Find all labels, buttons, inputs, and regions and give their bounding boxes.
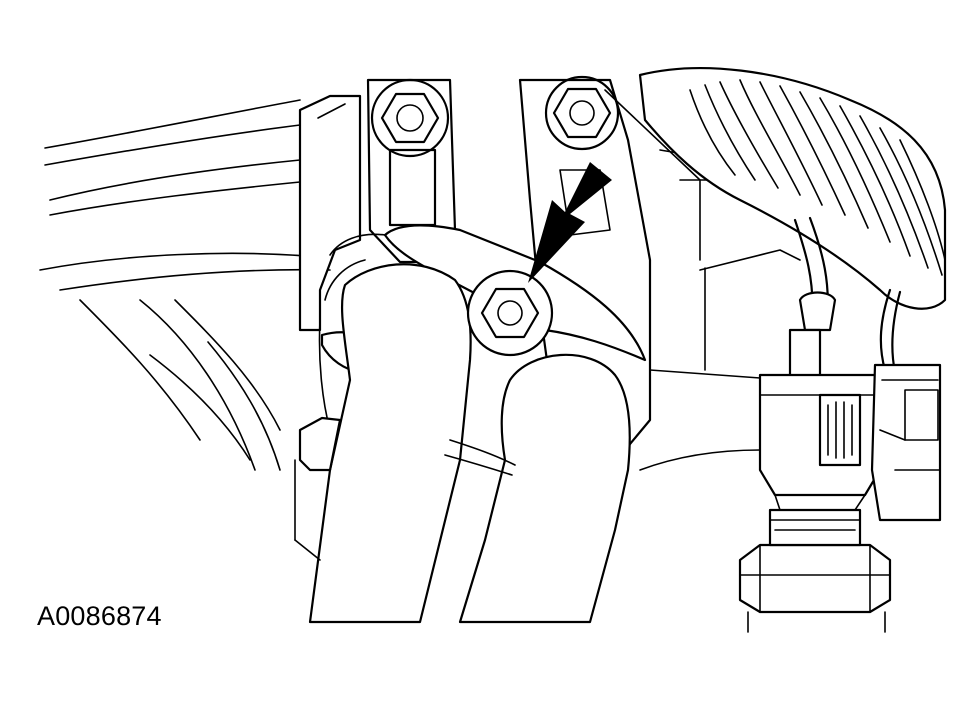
side-fitting <box>294 416 342 561</box>
bracket-bolt <box>466 269 554 357</box>
second-connector <box>870 363 942 522</box>
left-mounting-bolt <box>370 78 450 158</box>
figure-code-label: A0086874 <box>37 601 162 631</box>
background-wires <box>39 99 331 471</box>
sensor <box>738 508 892 633</box>
wiring-harness-conduit <box>638 67 947 310</box>
right-coolant-hose <box>444 353 631 624</box>
callout-arrow <box>528 162 612 283</box>
electrical-connector <box>758 328 882 511</box>
right-mounting-bolt <box>544 75 620 151</box>
